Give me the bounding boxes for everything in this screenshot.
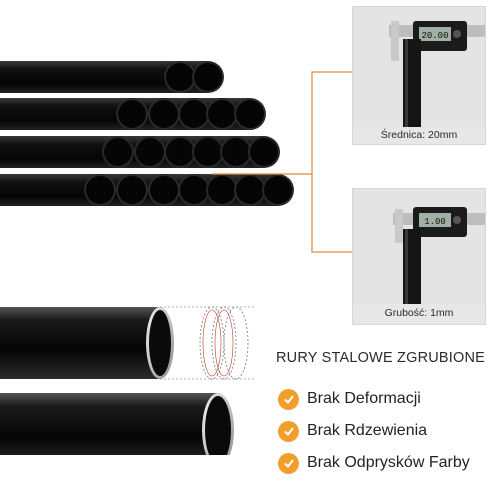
caliper-diameter-image: 20.00 (353, 7, 485, 127)
check-icon (278, 452, 299, 474)
pipe-end-hole (150, 100, 178, 128)
thickness-caption: Grubość: 1mm (384, 307, 454, 319)
feature-item-no-rust: Brak Rdzewienia (278, 418, 427, 444)
caliper-reading-diameter: 20.00 (421, 31, 448, 41)
caliper-reading-thickness: 1.00 (424, 217, 446, 227)
pipe-end-hole (264, 176, 292, 204)
pipe-end-hole (180, 176, 208, 204)
pipe-end-hole (180, 100, 208, 128)
pipe-stack-illustration (0, 61, 294, 206)
pipe-end-hole (150, 176, 178, 204)
pipe-end-hole (250, 138, 278, 166)
feature-item-no-paint-chipping: Brak Odprysków Farby (278, 450, 470, 476)
feature-label: Brak Odprysków Farby (307, 454, 470, 471)
product-headline: RURY STALOWE ZGRUBIONE (276, 350, 486, 366)
check-icon (278, 420, 299, 442)
pipe-end-hole (118, 176, 146, 204)
feature-label: Brak Rdzewienia (307, 422, 428, 439)
diameter-measurement-panel: 20.00 Średnica: 20mm (352, 6, 486, 145)
pipe-end-hole (86, 176, 114, 204)
pipe-end-hole (194, 63, 222, 91)
pipe-end-hole (118, 100, 146, 128)
pipe-end-hole (208, 100, 236, 128)
thickness-measurement-panel: 1.00 Grubość: 1mm (352, 188, 486, 325)
pipe-end-hole (104, 138, 132, 166)
pipe-end-hole (166, 138, 194, 166)
diameter-caption: Średnica: 20mm (380, 129, 458, 141)
pipe-closeup-illustration (0, 306, 255, 455)
pipe-end-hole (194, 138, 222, 166)
pipe-end-hole (136, 138, 164, 166)
pipe-end-hole (166, 63, 194, 91)
pipe-end-hole (222, 138, 250, 166)
feature-item-no-deformation: Brak Deformacji (278, 386, 421, 412)
caliper-thickness-image: 1.00 (353, 189, 485, 304)
pipe-end-hole (236, 100, 264, 128)
pipe-end-hole (208, 176, 236, 204)
check-icon (278, 388, 299, 410)
feature-label: Brak Deformacji (307, 390, 421, 407)
pipe-end-hole (236, 176, 264, 204)
